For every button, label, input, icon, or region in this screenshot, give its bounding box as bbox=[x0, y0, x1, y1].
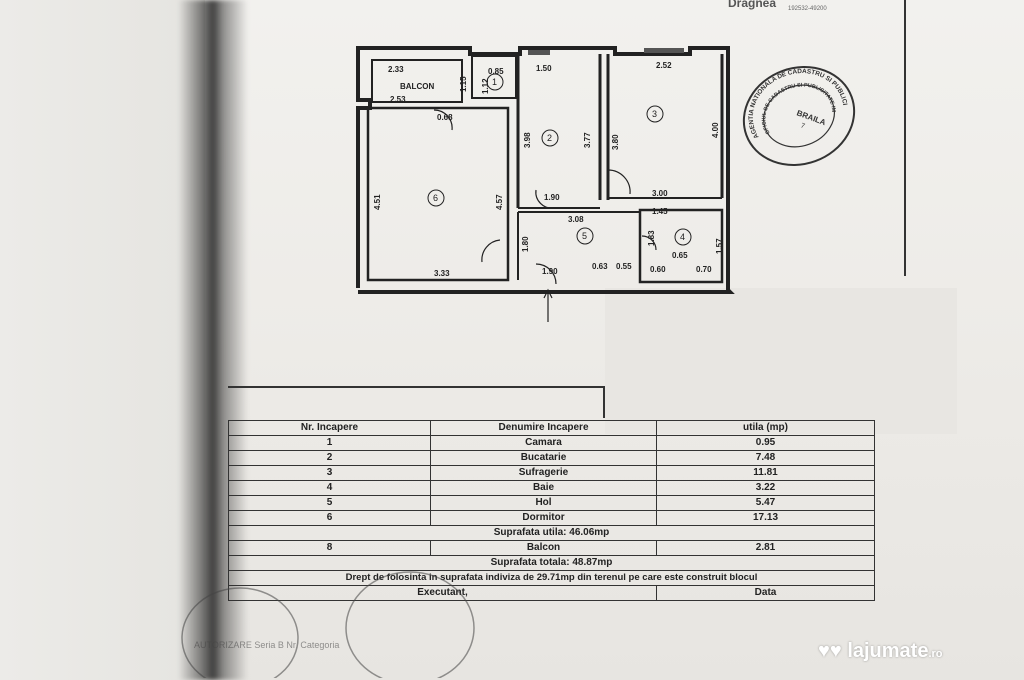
floor-plan: 1 2 3 4 5 6 BALCON 2.33 2.53 1.15 0.85 1… bbox=[356, 46, 735, 322]
dim-baie-b2: 0.70 bbox=[696, 265, 712, 274]
seal-center-num: 7 bbox=[800, 122, 806, 130]
row-nr: 6 bbox=[228, 510, 431, 526]
frame-horizontal-line bbox=[228, 386, 605, 388]
row-name: Balcon bbox=[430, 540, 657, 556]
table-row: 3 Sufragerie 11.81 bbox=[228, 465, 875, 481]
header-code: 192532-49200 bbox=[788, 6, 827, 12]
row-area: 2.81 bbox=[656, 540, 875, 556]
header-area: utila (mp) bbox=[656, 420, 875, 436]
dim-dorm-top: 0.68 bbox=[437, 113, 453, 122]
watermark-tld: .ro bbox=[928, 648, 943, 660]
dim-hol-left: 1.80 bbox=[521, 236, 530, 252]
dim-baie-side: 1.57 bbox=[715, 238, 724, 254]
room-num-2: 2 bbox=[547, 133, 552, 143]
row-nr: 1 bbox=[228, 435, 431, 451]
room-num-4: 4 bbox=[680, 232, 685, 242]
room-num-3: 3 bbox=[652, 109, 657, 119]
table-row: 1 Camara 0.95 bbox=[228, 435, 875, 451]
row-nr: 2 bbox=[228, 450, 431, 466]
row-name: Dormitor bbox=[430, 510, 657, 526]
watermark-brand: lajumate bbox=[847, 640, 929, 662]
dim-dorm-bottom: 3.33 bbox=[434, 269, 450, 278]
authorization-stamp: AUTORIZARE Seria B Nr. Categoria bbox=[181, 571, 475, 678]
dim-sufr-left: 3.80 bbox=[611, 134, 620, 150]
dim-hol-b1: 0.63 bbox=[592, 262, 608, 271]
table-row: 4 Baie 3.22 bbox=[228, 480, 875, 496]
dim-sufr-top: 2.52 bbox=[656, 61, 672, 70]
row-name: Bucatarie bbox=[430, 450, 657, 466]
dim-sufr-bottom: 3.00 bbox=[652, 189, 668, 198]
row-area: 5.47 bbox=[656, 495, 875, 511]
table-row: 6 Dormitor 17.13 bbox=[228, 510, 875, 526]
table-row: 2 Bucatarie 7.48 bbox=[228, 450, 875, 466]
row-nr: 8 bbox=[228, 540, 431, 556]
cadastre-seal: AGENTIA NATIONALA DE CADASTRU SI PUBLICI… bbox=[738, 64, 856, 167]
row-area: 11.81 bbox=[656, 465, 875, 481]
row-area: 7.48 bbox=[656, 450, 875, 466]
dim-hol-bottom: 1.90 bbox=[542, 267, 558, 276]
room-num-6: 6 bbox=[433, 193, 438, 203]
dim-balcon-side: 1.15 bbox=[459, 76, 468, 92]
util-total-row: Suprafata utila: 46.06mp bbox=[228, 525, 875, 541]
blank-patch bbox=[605, 288, 957, 434]
dim-hol-b2: 0.55 bbox=[616, 262, 632, 271]
frame-right-line bbox=[904, 0, 906, 276]
header-name: Denumire Incapere bbox=[430, 420, 657, 436]
room-num-5: 5 bbox=[582, 231, 587, 241]
row-nr: 5 bbox=[228, 495, 431, 511]
room-num-1: 1 bbox=[492, 77, 497, 87]
table-row: 5 Hol 5.47 bbox=[228, 495, 875, 511]
dim-baie-b1: 0.60 bbox=[650, 265, 666, 274]
dim-balcon-top: 2.33 bbox=[388, 65, 404, 74]
dim-camara-h: 1.12 bbox=[481, 78, 490, 94]
dim-baie-top: 1.45 bbox=[652, 207, 668, 216]
balcony-row: 8 Balcon 2.81 bbox=[228, 540, 875, 556]
dim-buc-top: 1.50 bbox=[536, 64, 552, 73]
balcony-label: BALCON bbox=[400, 82, 434, 91]
rooms-table: Nr. Incapere Denumire Incapere utila (mp… bbox=[228, 420, 875, 601]
util-total: Suprafata utila: 46.06mp bbox=[228, 525, 875, 541]
row-nr: 4 bbox=[228, 480, 431, 496]
dim-baie-mid: 0.65 bbox=[672, 251, 688, 260]
dim-hol-top: 3.08 bbox=[568, 215, 584, 224]
row-name: Sufragerie bbox=[430, 465, 657, 481]
row-area: 3.22 bbox=[656, 480, 875, 496]
frame-mid-line bbox=[603, 386, 605, 418]
header-nr: Nr. Incapere bbox=[228, 420, 431, 436]
watermark: ♥♥ lajumate.ro bbox=[818, 640, 943, 663]
row-nr: 3 bbox=[228, 465, 431, 481]
dim-balcon-bottom: 2.53 bbox=[390, 95, 406, 104]
dim-buc-bottom: 1.90 bbox=[544, 193, 560, 202]
row-name: Camara bbox=[430, 435, 657, 451]
row-area: 17.13 bbox=[656, 510, 875, 526]
dim-buc-h2: 3.77 bbox=[583, 132, 592, 148]
row-name: Hol bbox=[430, 495, 657, 511]
watermark-logo-icon: ♥♥ bbox=[818, 640, 842, 662]
dim-dorm-right: 4.57 bbox=[495, 194, 504, 210]
dim-buc-h: 3.98 bbox=[523, 132, 532, 148]
dim-sufr-right: 4.00 bbox=[711, 122, 720, 138]
dim-camara-w: 0.85 bbox=[488, 67, 504, 76]
dim-hol-right: 1.83 bbox=[647, 230, 656, 246]
date-label: Data bbox=[656, 585, 875, 601]
header-name: Dragnea bbox=[728, 0, 777, 10]
dim-dorm-left: 4.51 bbox=[373, 194, 382, 210]
executant-row: Executant, Data bbox=[228, 585, 875, 601]
table-header-row: Nr. Incapere Denumire Incapere utila (mp… bbox=[228, 420, 875, 436]
row-area: 0.95 bbox=[656, 435, 875, 451]
row-name: Baie bbox=[430, 480, 657, 496]
stamp-text: AUTORIZARE Seria B Nr. Categoria bbox=[194, 640, 339, 650]
